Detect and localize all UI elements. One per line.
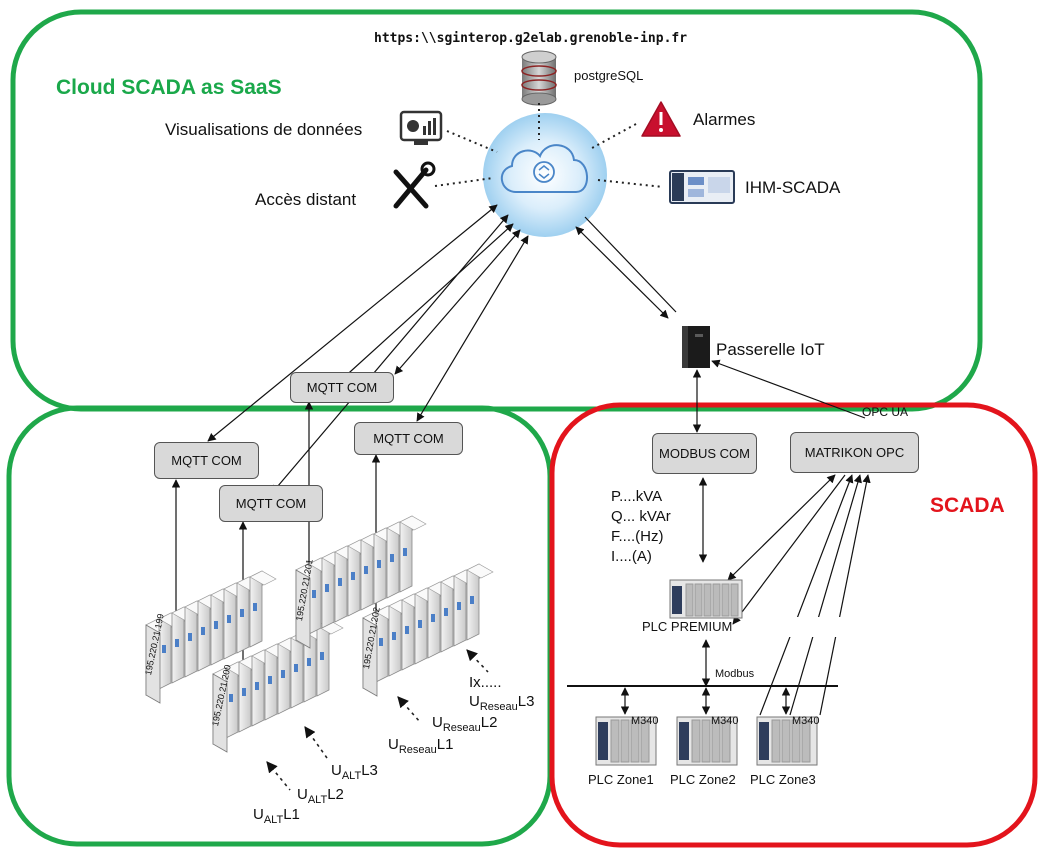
scada-region [549,402,1038,848]
mqtt-com-box: MQTT COM [219,485,323,522]
dashboard-monitor-icon [399,110,443,145]
plc-premium-label: PLC PREMIUM [642,619,733,634]
measure-i: I....(A) [611,548,652,565]
gateway-label: Passerelle IoT [716,340,825,359]
hmi-screen-icon [669,170,735,204]
cloud-icon [483,113,607,237]
opc-ua-label: OPC UA [862,405,909,419]
measure-ix: Ix..... [469,674,502,691]
mqtt-com-box: MQTT COM [354,422,463,455]
measure-dotted-arrows [266,649,489,791]
server-url: https:\\sginterop.g2elab.grenoble-inp.fr [374,31,688,46]
measure-f: F....(Hz) [611,528,664,545]
mqtt-com-box: MQTT COM [154,442,259,479]
m340-label: M340 [711,715,739,727]
measure-ualt-l3: UALTL3 [331,762,378,782]
plc-module-stack [362,563,494,697]
measure-ualt-l2: UALTL2 [297,786,344,806]
mqtt-cloud-links [207,204,677,494]
plc-zone2-device [676,716,738,766]
alarms-label: Alarmes [693,110,756,129]
tools-icon [393,161,436,209]
plc-zone3-device [756,716,818,766]
plc-modules [145,515,494,753]
database-icon [521,50,557,106]
measure-ureseau-l2: UReseauL2 [432,714,498,734]
iot-gateway-icon [682,326,710,368]
m340-label: M340 [792,715,820,727]
cloud-dotted-connectors [434,103,664,188]
modbus-com-box: MODBUS COM [652,433,757,474]
plc-module-stack [145,570,277,704]
plc-zone2-label: PLC Zone2 [670,772,736,787]
visualisation-label: Visualisations de données [165,120,363,139]
m340-label: M340 [631,715,659,727]
measure-p: P....kVA [611,488,663,505]
plc-premium-device [669,579,743,619]
plc-module-stack [295,515,427,649]
cloud-title: Cloud SCADA as SaaS [56,76,282,99]
hmi-label: IHM-SCADA [745,178,841,197]
measure-q: Q... kVAr [611,508,671,525]
alarm-warning-icon [641,101,681,137]
measure-ureseau-l1: UReseauL1 [388,736,454,756]
mqtt-com-box: MQTT COM [290,372,394,403]
scada-title: SCADA [930,494,1005,517]
database-label: postgreSQL [574,68,644,83]
plc-zone1-label: PLC Zone1 [588,772,654,787]
measure-ureseau-l3: UReseauL3 [469,693,535,713]
matrikon-opc-box: MATRIKON OPC [790,432,919,473]
plc-zone1-device [595,716,657,766]
remote-access-label: Accès distant [255,190,357,209]
measure-ualt-l1: UALTL1 [253,806,300,826]
scada-links [567,359,871,716]
plc-module-stack [212,619,344,753]
plc-zone3-label: PLC Zone3 [750,772,816,787]
modbus-bus-label: Modbus [715,668,755,680]
